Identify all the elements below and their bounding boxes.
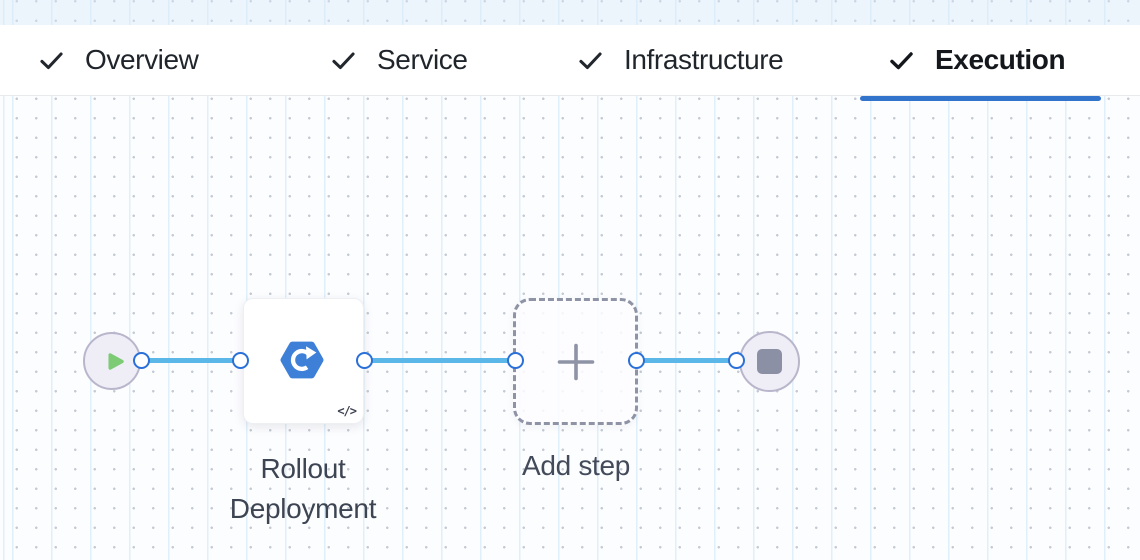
connector-line [141, 358, 241, 363]
connector-line [637, 358, 737, 363]
add-step-label: Add step [521, 450, 631, 481]
play-icon [107, 352, 124, 370]
stop-icon [757, 349, 782, 374]
plus-icon [557, 343, 594, 380]
tab-label: Service [377, 44, 468, 75]
rollout-deployment-icon [280, 341, 324, 379]
check-icon [40, 51, 63, 69]
start-node[interactable] [83, 332, 141, 390]
check-icon [579, 51, 602, 69]
end-node[interactable] [739, 331, 800, 392]
tab-infrastructure[interactable]: Infrastructure [577, 25, 784, 95]
connector-port[interactable] [728, 352, 745, 369]
canvas-top-strip [0, 0, 1140, 25]
active-tab-underline [860, 96, 1101, 101]
tab-execution[interactable]: Execution [888, 25, 1066, 95]
connector-line [365, 358, 516, 363]
check-icon [890, 51, 913, 69]
tab-overview[interactable]: Overview [38, 25, 199, 95]
connector-port[interactable] [133, 352, 150, 369]
tab-label: Overview [85, 44, 199, 75]
tab-label: Execution [935, 44, 1066, 75]
connector-port[interactable] [232, 352, 249, 369]
step-node-rollout-deployment[interactable]: </> [243, 298, 364, 424]
add-step-node[interactable] [513, 298, 638, 425]
code-badge[interactable]: </> [337, 404, 357, 418]
tab-service[interactable]: Service [330, 25, 468, 95]
connector-port[interactable] [628, 352, 645, 369]
step-node-label: Rollout Deployment [229, 453, 377, 524]
connector-port[interactable] [356, 352, 373, 369]
connector-port[interactable] [507, 352, 524, 369]
tab-label: Infrastructure [624, 44, 784, 75]
stage-config-tabs: Overview Service Infrastructure Executio… [0, 25, 1140, 101]
check-icon [332, 51, 355, 69]
